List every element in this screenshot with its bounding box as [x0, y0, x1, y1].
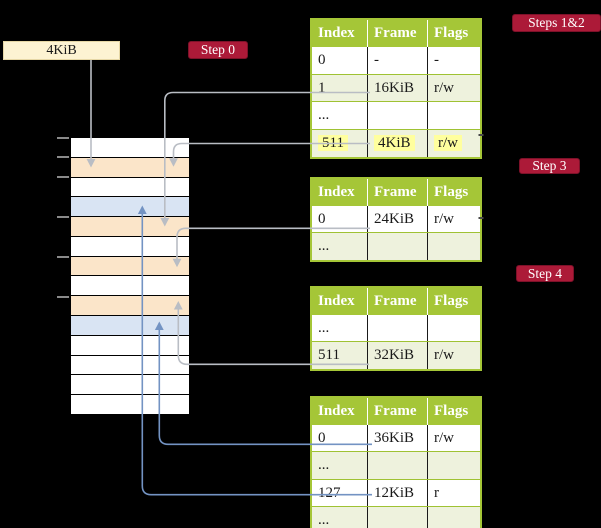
memory-frame-free [71, 374, 189, 395]
table-row: ... [312, 451, 480, 479]
table-cell [367, 452, 427, 479]
table-cell: 0 [318, 52, 326, 69]
table-row: ... [312, 506, 480, 528]
memory-frame-free [71, 176, 189, 197]
table-cell: 12KiB [367, 479, 427, 507]
memory-tick [57, 255, 69, 258]
column-header: Index [312, 397, 367, 425]
table-cell: 127 [318, 484, 341, 501]
table-cell [427, 452, 480, 479]
table-cell: 16KiB [367, 74, 427, 102]
table-cell: - [427, 47, 480, 74]
table-cell: r/w [427, 424, 480, 452]
table-cell: ... [318, 107, 330, 124]
table-cell: 0 [318, 210, 326, 227]
table-cell: 32KiB [367, 342, 427, 369]
table-row: ... [312, 101, 480, 130]
column-header: Flags [427, 178, 480, 206]
memory-frame-page-table [71, 216, 189, 236]
table-cell: r/w [427, 130, 480, 157]
memory-frame-free [71, 275, 189, 296]
table-cell: 511 [318, 347, 340, 364]
table-cell [367, 507, 427, 528]
column-header: Frame [367, 287, 427, 315]
column-header: Frame [367, 397, 427, 425]
table-cell [367, 102, 427, 130]
table-cell [367, 314, 427, 342]
table-cell: ... [318, 238, 330, 255]
memory-frame-free [71, 334, 189, 355]
table-cell: 24KiB [367, 205, 427, 233]
table-cell [427, 507, 480, 528]
highlighted-value: r/w [434, 135, 462, 152]
physical-memory-stack [70, 137, 190, 415]
table-cell: ... [318, 319, 330, 336]
column-header: Index [312, 178, 367, 206]
highlighted-value: 511 [318, 135, 348, 152]
column-header: Frame [367, 178, 427, 206]
table-cell: r/w [427, 205, 480, 233]
table-cell: 1 [318, 79, 326, 96]
column-header: Frame [367, 20, 427, 48]
table-cell [427, 314, 480, 342]
table-row: 0 -- [312, 47, 480, 74]
table-cell: - [367, 47, 427, 74]
column-header: Flags [427, 20, 480, 48]
table-cell [367, 233, 427, 260]
memory-frame-data-page [71, 315, 189, 335]
memory-frame-free [71, 138, 189, 157]
table-cell: r/w [427, 74, 480, 102]
step0-label: Step 0 [188, 41, 248, 59]
step4-label: Step 4 [516, 264, 574, 282]
memory-tick [57, 136, 69, 139]
steps12-label: Steps 1&2 [512, 13, 601, 32]
table-cell: 36KiB [367, 424, 427, 452]
table-row: ... [312, 314, 480, 342]
column-header: Index [312, 20, 367, 48]
memory-frame-free [71, 394, 189, 414]
memory-frame-free [71, 235, 189, 256]
column-header: Flags [427, 287, 480, 315]
column-header: Index [312, 287, 367, 315]
memory-tick [57, 295, 69, 298]
table-cell: r/w [427, 342, 480, 369]
page-size-label: 4KiB [3, 40, 120, 60]
step3-label: Step 3 [519, 157, 580, 174]
memory-tick [57, 156, 69, 159]
table-cell: 0 [318, 429, 326, 446]
table-cell: 511 [312, 130, 367, 157]
column-header: Flags [427, 397, 480, 425]
highlighted-value: 4KiB [374, 135, 415, 152]
table-cell: ... [318, 457, 330, 474]
table-cell: r [427, 479, 480, 507]
memory-tick [57, 216, 69, 218]
table-cell [427, 233, 480, 260]
memory-frame-page-table [71, 156, 189, 177]
memory-frame-data-page [71, 196, 189, 217]
table-row: 511 4KiB r/w [312, 129, 480, 157]
memory-tick [57, 176, 69, 179]
table-cell [427, 102, 480, 130]
table-row: ... [312, 232, 480, 260]
memory-frame-page-table [71, 295, 189, 316]
memory-frame-page-table [71, 255, 189, 276]
table-cell: 4KiB [367, 130, 427, 157]
memory-frame-free [71, 354, 189, 375]
table-cell: ... [318, 512, 330, 528]
